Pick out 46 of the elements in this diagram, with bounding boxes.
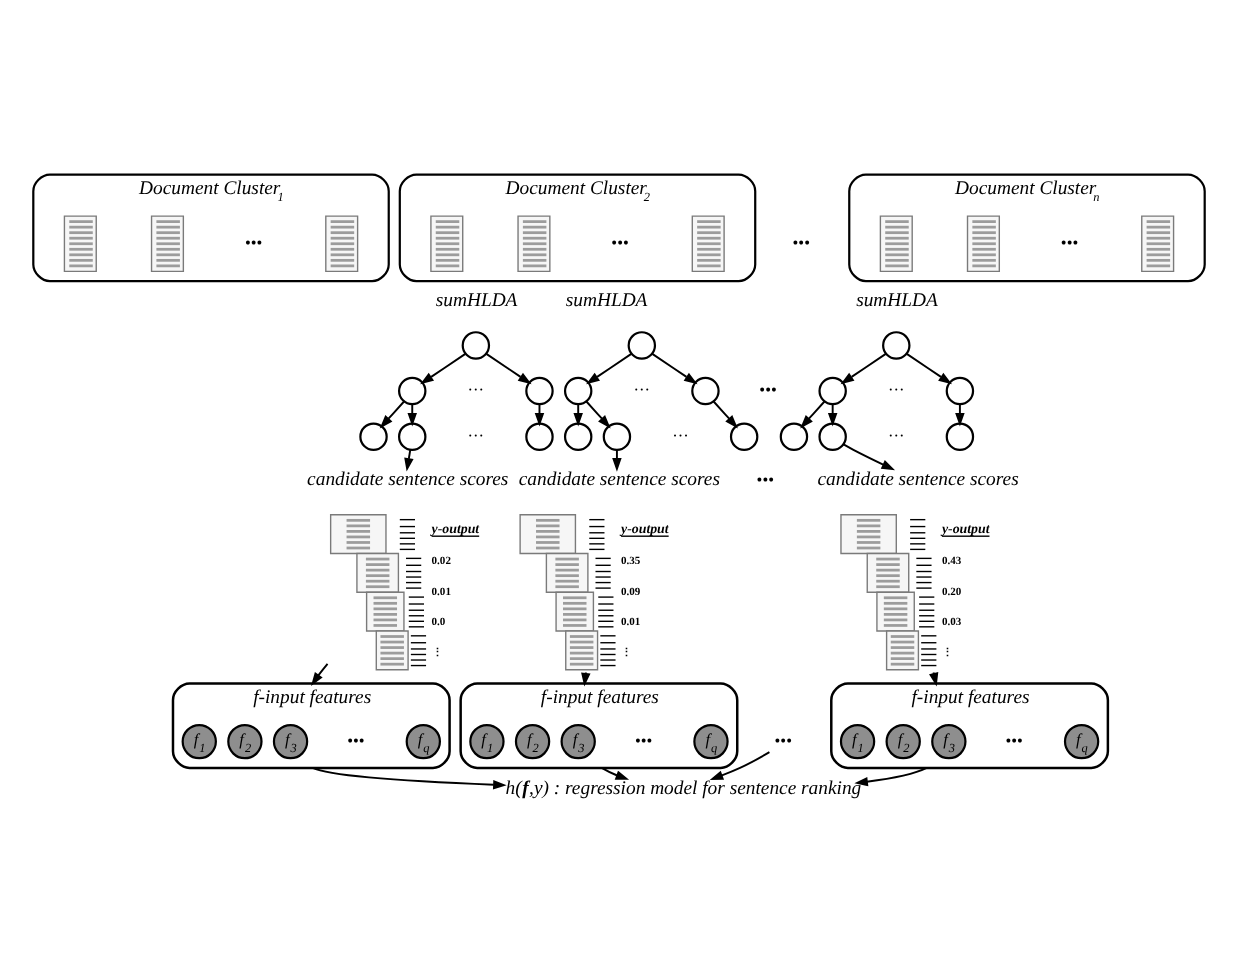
- node-circle: [818, 421, 847, 450]
- arrow: [842, 442, 896, 470]
- node-circle: [729, 421, 759, 450]
- node-circle: [818, 375, 847, 405]
- arrow: [586, 351, 633, 384]
- arrow: [840, 351, 887, 384]
- arrow: [955, 402, 965, 426]
- node-text: candidate sentence scores: [817, 467, 1019, 490]
- arrow: [573, 402, 583, 426]
- node-text: candidate sentence scores: [307, 467, 509, 490]
- node-circle: [691, 375, 720, 405]
- arrow: [585, 399, 611, 428]
- arrow: [800, 399, 826, 428]
- arrow: [905, 351, 953, 384]
- arrow: [311, 661, 329, 685]
- label: sumHLDA: [435, 289, 518, 312]
- node-circle: [779, 421, 809, 450]
- arrow: [311, 765, 507, 789]
- node-circle: [563, 421, 593, 450]
- arrow: [712, 399, 738, 428]
- arrow: [709, 750, 771, 779]
- node-circle: [627, 330, 657, 359]
- node-text: candidate sentence scores: [518, 467, 720, 490]
- node-circle: [525, 375, 554, 405]
- node-circle: [882, 330, 911, 359]
- arrow: [827, 402, 838, 426]
- arrow: [407, 402, 417, 426]
- arrow: [651, 351, 698, 384]
- arrow: [600, 765, 630, 779]
- label: sumHLDA: [856, 289, 938, 312]
- node-circle: [398, 421, 427, 450]
- node-circle: [398, 375, 427, 405]
- arrow: [854, 765, 928, 786]
- arrow: [485, 351, 532, 384]
- label: sumHLDA: [565, 289, 648, 312]
- arrow: [420, 351, 467, 384]
- node-circle: [602, 421, 632, 450]
- node-text: h(f,y) : regression model for sentence ranking: [505, 777, 862, 800]
- node-circle: [359, 421, 388, 450]
- node-circle: [525, 421, 554, 450]
- node-circle: [945, 375, 975, 405]
- arrow: [612, 447, 622, 471]
- node-circle: [563, 375, 593, 405]
- node-circle: [461, 330, 491, 359]
- arrow: [379, 399, 405, 428]
- node-circle: [945, 421, 975, 450]
